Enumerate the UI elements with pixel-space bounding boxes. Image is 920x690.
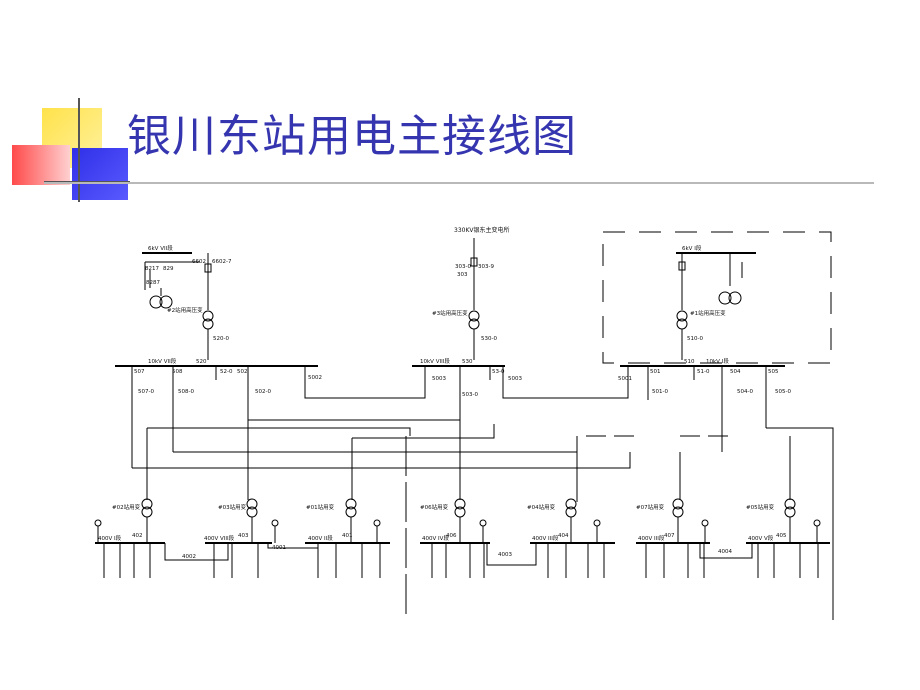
svg-text:4003: 4003 — [498, 552, 512, 558]
lv-transformer-label: #03站用变 — [218, 503, 247, 511]
svg-text:51-0: 51-0 — [697, 369, 710, 375]
svg-text:400V III段: 400V III段 — [532, 534, 559, 542]
svg-text:504-0: 504-0 — [737, 389, 753, 395]
bus-label-10kv-viii: 10kV VIII段 — [420, 357, 450, 365]
svg-text:520-0: 520-0 — [213, 336, 229, 342]
deco-vertical-line — [78, 98, 80, 202]
svg-text:404: 404 — [558, 533, 569, 539]
dashed-enclosure — [602, 231, 832, 364]
svg-text:507: 507 — [134, 369, 145, 375]
svg-text:4002: 4002 — [182, 554, 196, 560]
lv-transformer-label: #02站用变 — [112, 503, 141, 511]
svg-text:5002: 5002 — [308, 375, 322, 381]
svg-text:405: 405 — [776, 533, 787, 539]
transformer-icon — [468, 310, 480, 322]
svg-text:502: 502 — [237, 369, 248, 375]
deco-red-square — [12, 145, 70, 185]
page-title: 银川东站用电主接线图 — [127, 111, 577, 162]
svg-text:508-0: 508-0 — [178, 389, 194, 395]
svg-text:4001: 4001 — [272, 545, 286, 551]
svg-text:503-0: 503-0 — [462, 392, 478, 398]
svg-text:52-0: 52-0 — [220, 369, 233, 375]
svg-text:6602: 6602 — [192, 259, 206, 265]
svg-text:400V III段: 400V III段 — [638, 534, 665, 542]
lv-transformer-label: #06站用变 — [420, 503, 449, 511]
svg-text:4004: 4004 — [718, 549, 732, 555]
title-divider — [44, 182, 874, 184]
svg-text:501-0: 501-0 — [652, 389, 668, 395]
svg-text:530-0: 530-0 — [481, 336, 497, 342]
svg-text:502-0: 502-0 — [255, 389, 271, 395]
hv-transformer-label: #1站用高压变 — [690, 309, 726, 317]
svg-text:402: 402 — [132, 533, 143, 539]
svg-text:407: 407 — [664, 533, 675, 539]
svg-text:403: 403 — [238, 533, 249, 539]
svg-text:530: 530 — [462, 359, 473, 365]
svg-text:501: 501 — [650, 369, 661, 375]
svg-text:400V VIII段: 400V VIII段 — [204, 534, 235, 542]
transformer-icon — [202, 310, 214, 322]
svg-text:303-0: 303-0 — [455, 264, 471, 270]
svg-text:829: 829 — [163, 266, 174, 272]
svg-text:53-0: 53-0 — [492, 369, 505, 375]
hv-transformer-label: #2站用高压变 — [167, 306, 203, 314]
svg-text:508: 508 — [172, 369, 183, 375]
transformer-icon — [676, 310, 688, 322]
svg-text:505: 505 — [768, 369, 779, 375]
bus-label-10kv-i: 10kV I段 — [706, 357, 729, 365]
deco-blue-square — [72, 148, 128, 200]
lv-transformer-label: #05站用变 — [746, 503, 775, 511]
svg-text:303-9: 303-9 — [478, 264, 494, 270]
svg-text:400V I段: 400V I段 — [98, 534, 122, 542]
lv-transformer-label: #01站用变 — [306, 503, 335, 511]
svg-text:507-0: 507-0 — [138, 389, 154, 395]
svg-text:5003: 5003 — [432, 376, 446, 382]
svg-text:520: 520 — [196, 359, 207, 365]
outgoing-feeders — [103, 543, 819, 578]
svg-text:505-0: 505-0 — [775, 389, 791, 395]
bus-label-10kv-vii: 10kV VII段 — [148, 357, 177, 365]
source-label: 330KV银东主变电所 — [454, 226, 510, 234]
svg-text:406: 406 — [446, 533, 457, 539]
pt-symbols — [94, 519, 821, 543]
svg-text:6602-7: 6602-7 — [212, 259, 232, 265]
svg-text:400V V段: 400V V段 — [748, 534, 774, 542]
svg-text:401: 401 — [342, 533, 353, 539]
svg-text:8217: 8217 — [145, 266, 159, 272]
svg-text:510: 510 — [684, 359, 695, 365]
bus-label-6kv-i: 6kV I段 — [682, 244, 702, 252]
svg-text:400V II段: 400V II段 — [308, 534, 333, 542]
lv-transformer-label: #07站用变 — [636, 503, 665, 511]
svg-text:400V IV段: 400V IV段 — [422, 534, 449, 542]
svg-text:5003: 5003 — [508, 376, 522, 382]
svg-text:5001: 5001 — [618, 376, 632, 382]
bus-label-6kv-vii: 6kV VII段 — [148, 244, 173, 252]
svg-text:510-0: 510-0 — [687, 336, 703, 342]
svg-text:303: 303 — [457, 272, 468, 278]
hv-transformer-label: #3站用高压变 — [432, 309, 468, 317]
lv-transformer-label: #04站用变 — [527, 503, 556, 511]
svg-text:504: 504 — [730, 369, 741, 375]
svg-text:8287: 8287 — [146, 280, 160, 286]
